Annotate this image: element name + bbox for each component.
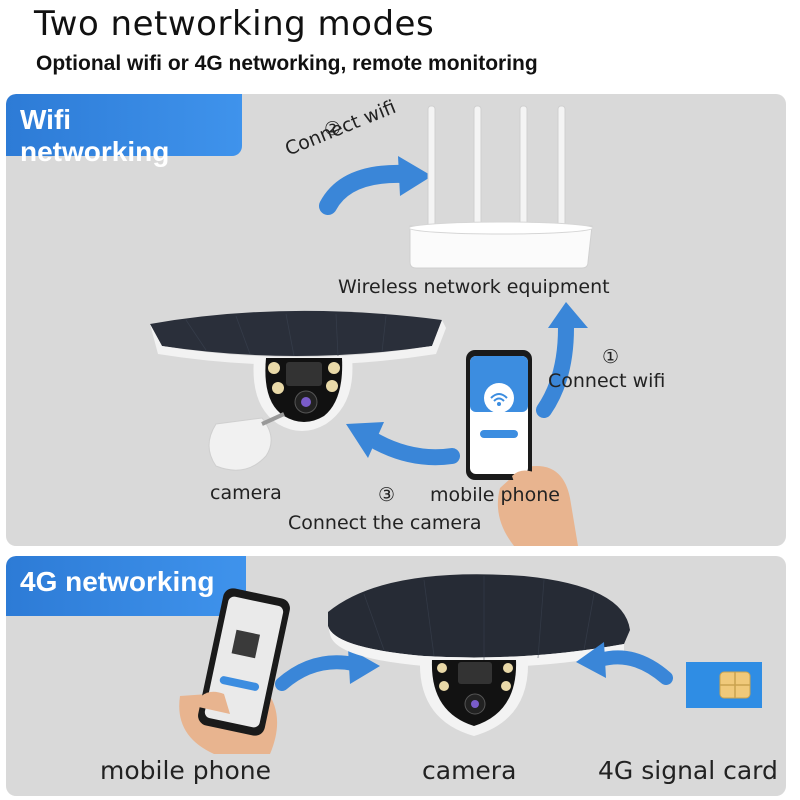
phone-in-hand-icon: [466, 350, 578, 546]
step2-number: ②: [324, 118, 342, 140]
4g-networking-panel: 4G networking mobile phone camera: [6, 556, 786, 796]
step1-label: Connect wifi: [548, 370, 666, 392]
phone-scanning-icon: [179, 588, 290, 754]
page-subtitle: Optional wifi or 4G networking, remote m…: [36, 52, 538, 75]
router-icon: [408, 105, 594, 269]
wifi-networking-tag: Wifi networking: [6, 94, 242, 167]
4g-camera-label: camera: [422, 756, 517, 785]
wifi-networking-panel: Wifi networking ② Connect wifi Wireless …: [6, 94, 786, 546]
step3-label: Connect the camera: [288, 512, 482, 534]
4g-networking-tag: 4G networking: [6, 556, 246, 616]
arrow-phone-to-camera-icon: [275, 648, 380, 691]
sim-card-label: 4G signal card: [598, 756, 778, 785]
arrow-to-router-from-phone-icon: [536, 302, 588, 418]
arrow-to-router-icon: [319, 156, 432, 215]
step3-number: ③: [378, 484, 396, 506]
arrow-to-camera-icon: [346, 422, 460, 466]
step1-number: ①: [602, 346, 620, 368]
solar-camera-icon: [150, 310, 446, 471]
router-label: Wireless network equipment: [338, 276, 610, 298]
4g-phone-label: mobile phone: [100, 756, 271, 785]
sim-card-icon: [686, 662, 762, 708]
page-title: Two networking modes: [34, 4, 435, 44]
step2-label: Connect wifi: [282, 96, 400, 161]
camera-label: camera: [210, 482, 282, 504]
arrow-sim-to-camera-icon: [576, 642, 673, 685]
4g-solar-camera-icon: [328, 574, 630, 736]
phone-label: mobile phone: [430, 484, 560, 506]
